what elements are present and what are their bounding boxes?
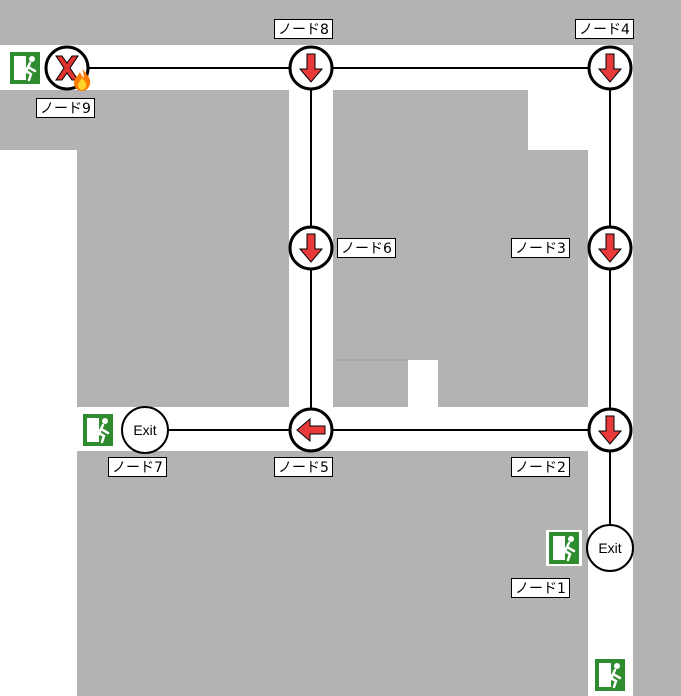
node-n4 (587, 45, 633, 91)
emergency-exit-sign-icon (10, 52, 40, 84)
down-arrow-icon (298, 53, 324, 83)
node-n1-exit-text: Exit (598, 540, 621, 556)
node-label-2: ノード2 (511, 457, 570, 477)
node-label-1: ノード1 (511, 578, 570, 598)
down-arrow-icon (298, 233, 324, 263)
left-arrow-icon (296, 417, 326, 443)
node-label-3: ノード3 (511, 238, 570, 258)
route-lines (67, 67, 611, 548)
node-label-7: ノード7 (108, 457, 167, 477)
fire-icon (74, 69, 91, 91)
node-n7-exit-text: Exit (133, 422, 156, 438)
down-arrow-icon (597, 415, 623, 445)
node-n6 (288, 225, 334, 271)
node-label-5: ノード5 (274, 457, 333, 477)
node-n8 (288, 45, 334, 91)
node-label-6: ノード6 (337, 238, 396, 258)
node-n1: Exit (586, 524, 634, 572)
node-n2 (587, 407, 633, 453)
emergency-exit-sign-icon (594, 658, 626, 692)
node-label-9: ノード9 (36, 98, 95, 118)
node-n5 (288, 407, 334, 453)
emergency-exit-sign-icon (546, 530, 582, 566)
room-bottom-block (77, 451, 588, 696)
node-n3 (587, 225, 633, 271)
node-n9 (44, 45, 91, 91)
node-label-8: ノード8 (274, 19, 333, 39)
node-n7: Exit (121, 406, 169, 454)
room-center-block (333, 90, 588, 407)
room-top-strip (0, 0, 681, 45)
room-right-strip (633, 45, 681, 696)
down-arrow-icon (597, 233, 623, 263)
room-left-block (77, 90, 289, 407)
down-arrow-icon (597, 53, 623, 83)
emergency-exit-sign-icon (80, 412, 116, 448)
node-label-4: ノード4 (575, 19, 634, 39)
